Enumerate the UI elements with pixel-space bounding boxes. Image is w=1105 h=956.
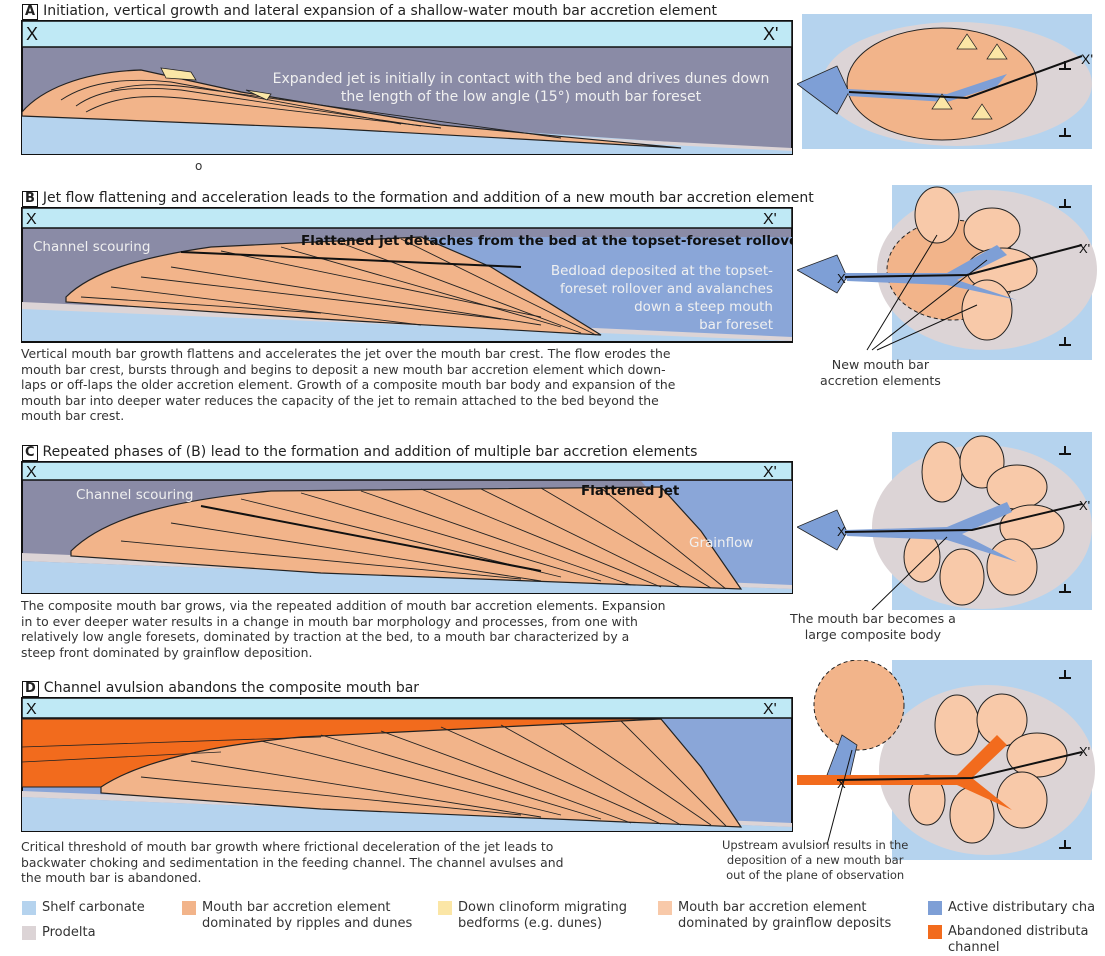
caption-d-line: backwater choking and sedimentation in t…	[21, 855, 781, 871]
map-d: X X'	[797, 660, 1097, 860]
map-d-note-line: Upstream avulsion results in the	[722, 838, 908, 853]
panel-b-title: B Jet flow flattening and acceleration le…	[22, 190, 814, 207]
panel-d-letter: D	[22, 681, 39, 697]
caption-b-line: laps or off-laps the older accretion ele…	[21, 377, 781, 393]
caption-c: The composite mouth bar grows, via the r…	[21, 598, 781, 660]
map-a: X'	[797, 14, 1097, 149]
panel-b-cross-section: X X' Channel scouring Flattened jet deta…	[21, 207, 793, 343]
panel-d-title-text: Channel avulsion abandons the composite …	[44, 680, 419, 696]
caption-d-line: Critical threshold of mouth bar growth w…	[21, 839, 781, 855]
caption-c-line: The composite mouth bar grows, via the r…	[21, 598, 781, 614]
panel-c-side-label: Grainflow	[689, 535, 753, 551]
panel-c-jet-label: Flattened jet	[581, 483, 680, 499]
map-d-xp-label: X'	[1079, 744, 1090, 759]
legend-label: Active distributary cha	[948, 900, 1095, 916]
map-b-note-line: accretion elements	[820, 373, 941, 389]
caption-c-line: steep front dominated by grainflow depos…	[21, 645, 781, 661]
panel-d-cross-section: X X'	[21, 697, 793, 832]
caption-c-line: in to ever deeper water results in a cha…	[21, 614, 781, 630]
map-d-note: Upstream avulsion results in the deposit…	[722, 838, 908, 883]
panel-a-title-text: Initiation, vertical growth and lateral …	[43, 3, 717, 19]
legend-swatch	[928, 901, 942, 915]
panel-b-side-label-1: Bedload deposited at the topset-	[551, 263, 773, 279]
panel-c-xp-label: X'	[763, 464, 777, 481]
caption-b-line: Vertical mouth bar growth flattens and a…	[21, 346, 781, 362]
legend-swatch	[182, 901, 196, 915]
legend-swatch	[438, 901, 452, 915]
panel-a-label-1: Expanded jet is initially in contact wit…	[273, 71, 770, 87]
map-b-x-label: X	[837, 271, 846, 286]
map-c-xp-label: X'	[1079, 498, 1090, 513]
map-b-note: New mouth bar accretion elements	[820, 357, 941, 389]
caption-b: Vertical mouth bar growth flattens and a…	[21, 346, 781, 424]
panel-a-title: A Initiation, vertical growth and lateral…	[22, 3, 717, 20]
map-c-note-line: large composite body	[790, 627, 956, 643]
caption-c-line: relatively low angle foresets, dominated…	[21, 629, 781, 645]
map-d-note-line: out of the plane of observation	[722, 868, 908, 883]
legend-label: Mouth bar accretion element dominated by…	[202, 900, 412, 932]
legend-swatch	[658, 901, 672, 915]
map-c: X X'	[797, 432, 1097, 610]
panel-a-stray-mark: o	[195, 158, 202, 174]
map-c-note-line: The mouth bar becomes a	[790, 611, 956, 627]
panel-b-side-label-3: down a steep mouth	[634, 299, 773, 315]
map-c-x-label: X	[837, 524, 846, 539]
panel-b-side-label-4: bar foreset	[699, 317, 773, 333]
map-d-note-line: deposition of a new mouth bar	[722, 853, 908, 868]
panel-c-title: C Repeated phases of (B) lead to the form…	[22, 444, 697, 461]
panel-a-letter: A	[22, 4, 38, 20]
panel-b-xp-label: X'	[763, 211, 777, 228]
panel-a-cross-section: X X' Expanded jet is initially in contac…	[21, 20, 793, 155]
panel-c-letter: C	[22, 445, 38, 461]
legend-swatch	[22, 926, 36, 940]
panel-a-x-label: X	[26, 24, 38, 44]
legend-label: Mouth bar accretion element dominated by…	[678, 900, 891, 932]
panel-d-title: D Channel avulsion abandons the composite…	[22, 680, 419, 697]
panel-c-title-text: Repeated phases of (B) lead to the forma…	[43, 444, 698, 460]
legend-label: Prodelta	[42, 925, 96, 941]
legend-swatch	[22, 901, 36, 915]
panel-b-side-label-2: foreset rollover and avalanches	[560, 281, 773, 297]
panel-b-title-text: Jet flow flattening and acceleration lea…	[43, 190, 814, 206]
panel-c-cross-section: X X' Channel scouring Flattened jet Grai…	[21, 461, 793, 594]
panel-c-channel-label: Channel scouring	[76, 487, 193, 503]
map-b-note-line: New mouth bar	[820, 357, 941, 373]
caption-d: Critical threshold of mouth bar growth w…	[21, 839, 781, 886]
caption-b-line: mouth bar into deeper water reduces the …	[21, 393, 781, 409]
panel-b-letter: B	[22, 191, 38, 207]
caption-d-line: the mouth bar is abandoned.	[21, 870, 781, 886]
caption-b-line: mouth bar crest, bursts through and begi…	[21, 362, 781, 378]
legend-swatch	[928, 925, 942, 939]
panel-b-channel-label: Channel scouring	[33, 239, 150, 255]
panel-b-jet-label: Flattened jet detaches from the bed at t…	[301, 233, 793, 249]
legend-label: Down clinoform migrating bedforms (e.g. …	[458, 900, 627, 932]
panel-d-xp-label: X'	[763, 701, 777, 718]
legend-label: Abandoned distributa channel	[948, 924, 1088, 956]
panel-a-label-2: the length of the low angle (15°) mouth …	[341, 89, 702, 105]
map-a-xp-label: X'	[1081, 51, 1093, 67]
caption-b-line: mouth bar crest.	[21, 408, 781, 424]
map-b-xp-label: X'	[1079, 241, 1090, 256]
panel-a-xp-label: X'	[763, 24, 778, 44]
panel-b-x-label: X	[26, 211, 37, 228]
panel-c-x-label: X	[26, 464, 37, 481]
map-b: X X'	[797, 185, 1097, 360]
legend-label: Shelf carbonate	[42, 900, 145, 916]
map-c-note: The mouth bar becomes a large composite …	[790, 611, 956, 643]
panel-d-x-label: X	[26, 701, 37, 718]
